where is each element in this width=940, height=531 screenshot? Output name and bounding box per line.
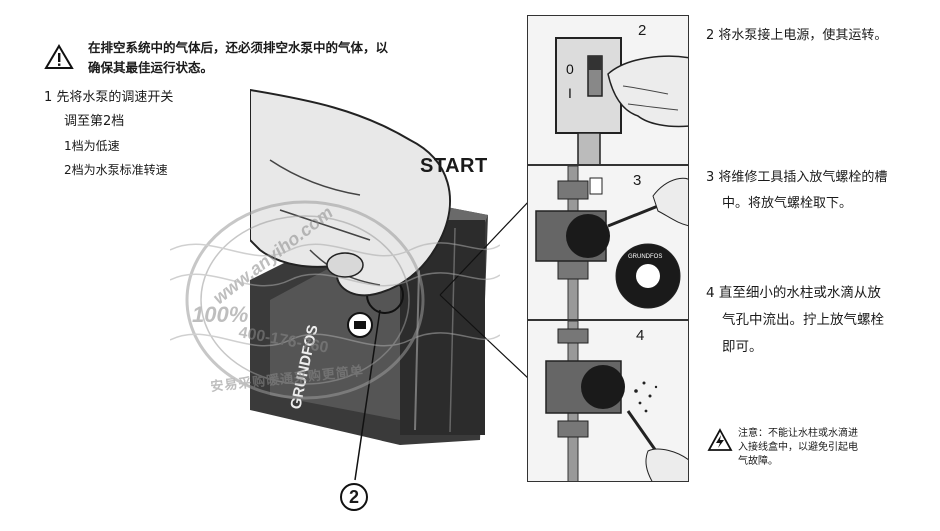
step-3-line-2: 中。将放气螺栓取下。	[722, 196, 853, 211]
pump-speed-switch-illustration: GRUNDFOS	[250, 88, 530, 481]
step-1-line-1: 1 先将水泵的调速开关	[44, 90, 174, 105]
switch-mark-0: 0	[566, 61, 574, 77]
panel-3-number: 3	[633, 172, 642, 189]
pump-brand-label-small: GRUNDFOS	[628, 254, 662, 260]
step-1-line-2: 调至第2档	[64, 114, 125, 129]
note-line-1: 注意：不能让水柱或水滴进	[738, 428, 858, 439]
panel-4-vent-water: 4	[527, 320, 689, 482]
panel-2-power-switch: 2 0 I	[527, 15, 689, 165]
panel-4-number: 4	[636, 327, 645, 344]
step-3-line-1: 3 将维修工具插入放气螺栓的槽	[706, 170, 888, 185]
step-4-line-2: 气孔中流出。拧上放气螺栓	[722, 312, 884, 328]
step-4-line-1: 4 直至细小的水柱或水滴从放	[706, 285, 881, 301]
electrical-hazard-icon	[707, 428, 733, 451]
step-1-line-4: 2档为水泵标准转速	[64, 163, 168, 177]
warning-line-1: 在排空系统中的气体后，还必须排空水泵中的气体，以	[88, 40, 389, 55]
start-label: START	[420, 155, 488, 177]
warning-triangle-icon	[44, 44, 74, 69]
step-2-line-1: 2 将水泵接上电源，使其运转。	[706, 28, 888, 43]
vent-screw-illustration: GRUNDFOS	[535, 166, 688, 319]
step-1-line-3: 1档为低速	[64, 139, 120, 153]
warning-line-2: 确保其最佳运行状态。	[88, 60, 214, 75]
power-switch-illustration: 0 I	[555, 37, 688, 164]
note-line-2: 入接线盒中，以避免引起电	[738, 442, 858, 453]
note-line-3: 气故障。	[738, 456, 778, 467]
callout-number-2: 2	[340, 483, 368, 511]
switch-mark-i: I	[568, 85, 572, 101]
vent-water-illustration	[545, 321, 688, 481]
panel-3-vent-screw: 3 GRUNDFOS	[527, 165, 689, 320]
watermark-percent: 100%	[192, 302, 249, 327]
step-4-line-3: 即可。	[722, 339, 763, 355]
panel-2-number: 2	[638, 22, 647, 39]
